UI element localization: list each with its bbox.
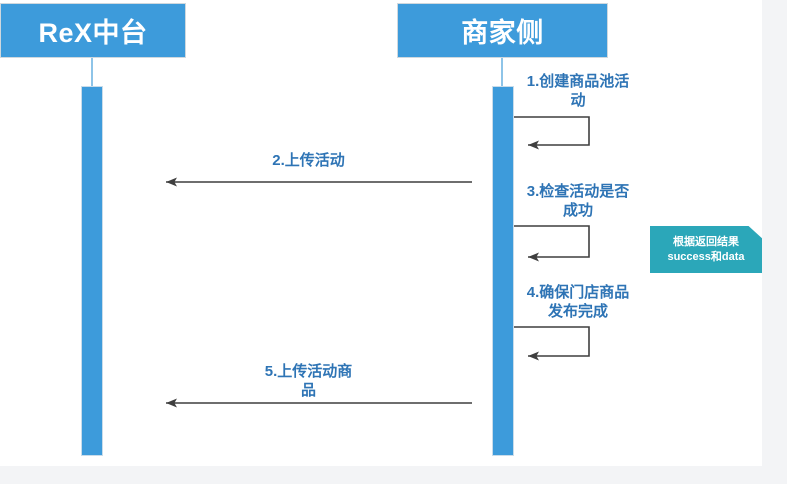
message-label-5: 5.上传活动商 品 — [264, 363, 353, 399]
note-return-result[interactable]: 根据返回结果 success和data — [650, 226, 762, 273]
lifeline-rex — [91, 58, 93, 87]
message-arrow-3[interactable] — [514, 225, 590, 262]
diagram-canvas: ReX中台 商家侧 — [0, 0, 762, 466]
participant-box-rex[interactable]: ReX中台 — [0, 3, 186, 58]
message-arrow-4[interactable] — [514, 326, 590, 361]
participant-label-merchant: 商家侧 — [461, 18, 544, 48]
sequence-diagram: ReX中台 商家侧 — [0, 3, 762, 456]
activation-bar-merchant[interactable] — [492, 86, 514, 456]
note-line-2: success和data — [667, 250, 745, 263]
message-label-2: 2.上传活动 — [272, 152, 345, 169]
participant-label-rex: ReX中台 — [38, 18, 148, 48]
message-arrow-1[interactable] — [514, 116, 590, 150]
note-line-1: 根据返回结果 — [673, 235, 739, 248]
message-label-1: 1.创建商品池活 动 — [526, 73, 630, 109]
message-label-3: 3.检查活动是否 成功 — [526, 183, 630, 219]
message-label-4: 4.确保门店商品 发布完成 — [526, 284, 630, 320]
lifeline-merchant — [501, 58, 503, 87]
participant-box-merchant[interactable]: 商家侧 — [397, 3, 608, 58]
activation-bar-rex[interactable] — [81, 86, 103, 456]
